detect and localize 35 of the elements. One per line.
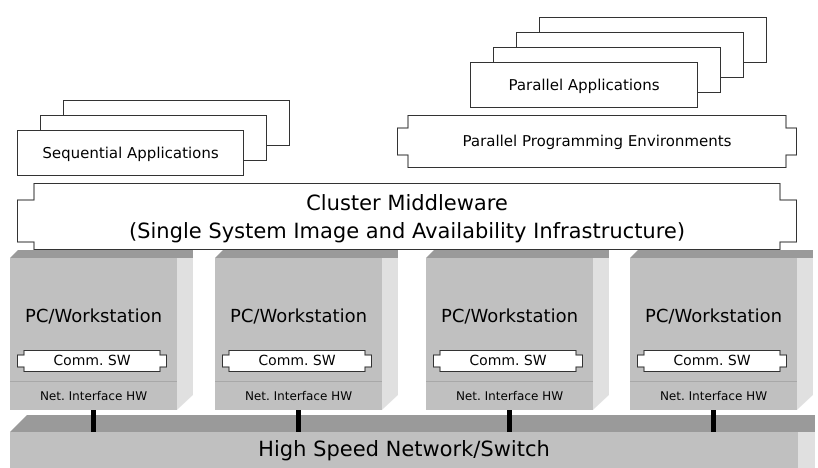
- node-label: Comm. SW: [469, 352, 547, 370]
- workstation-block-drawing: [10, 250, 193, 410]
- software-box: [433, 350, 583, 372]
- node-label: Net. Interface HW: [660, 388, 768, 404]
- workstation-block-drawing: [215, 250, 398, 410]
- node-label: Net. Interface HW: [244, 388, 352, 404]
- connector-line: [507, 410, 512, 432]
- layer-box: [397, 115, 797, 168]
- application-box: [470, 62, 698, 108]
- node-label: High Speed Network/Switch: [258, 436, 550, 464]
- application-box: [17, 130, 244, 176]
- layer-box: [17, 183, 797, 250]
- node-label: PC/Workstation: [644, 305, 782, 329]
- node-label: Comm. SW: [673, 352, 751, 370]
- node-label: PC/Workstation: [440, 305, 578, 329]
- node-label: Comm. SW: [258, 352, 336, 370]
- node-label: Parallel Programming Environments: [462, 131, 732, 152]
- software-box: [17, 350, 167, 372]
- node-label: Comm. SW: [53, 352, 131, 370]
- connector-line: [296, 410, 301, 432]
- network-bar-drawing: [10, 415, 815, 468]
- software-box: [637, 350, 787, 372]
- workstation-block-drawing: [630, 250, 813, 410]
- node-label: Cluster Middleware: [306, 190, 508, 216]
- node-label: Parallel Applications: [508, 74, 660, 96]
- node-label: (Single System Image and Availability Infrastructure): [128, 218, 686, 244]
- workstation-block-drawing: [426, 250, 609, 410]
- node-label: PC/Workstation: [230, 305, 367, 329]
- node-label: Net. Interface HW: [456, 388, 564, 404]
- node-label: Net. Interface HW: [40, 388, 148, 404]
- software-box: [222, 350, 372, 372]
- connector-line: [711, 410, 716, 432]
- connector-line: [91, 410, 96, 432]
- node-label: Sequential Applications: [42, 142, 219, 164]
- node-label: PC/Workstation: [24, 305, 162, 329]
